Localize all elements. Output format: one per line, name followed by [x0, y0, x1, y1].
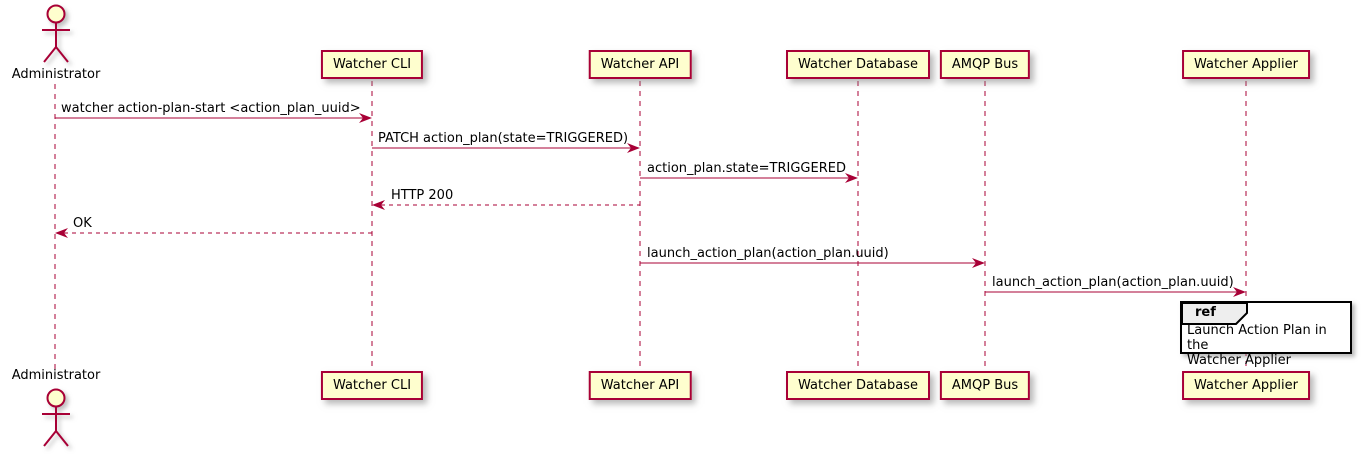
message-arrow-5	[55, 228, 372, 238]
actor-label-top: Administrator	[11, 67, 101, 82]
ref-text-line2: Watcher Applier	[1187, 353, 1291, 368]
message-label-1: watcher action-plan-start <action_plan_u…	[61, 101, 361, 116]
participant-watcher-applier-bottom: Watcher Applier	[1182, 371, 1310, 400]
participant-watcher-database-bottom: Watcher Database	[786, 371, 930, 400]
message-label-4: HTTP 200	[391, 188, 454, 203]
message-arrow-2	[372, 143, 640, 153]
participant-watcher-cli-bottom: Watcher CLI	[320, 371, 424, 400]
message-arrow-3	[640, 173, 858, 183]
message-arrow-7	[985, 287, 1246, 297]
actor-figure-bottom	[42, 388, 70, 447]
message-label-5: OK	[73, 216, 92, 231]
actor-label-bottom: Administrator	[11, 368, 101, 383]
actor-head	[46, 388, 66, 408]
actor-figure-top	[42, 4, 70, 63]
ref-fragment: ref Launch Action Plan in the Watcher Ap…	[1180, 301, 1352, 368]
participant-amqp-bus-top: AMQP Bus	[939, 50, 1031, 79]
participant-watcher-database-top: Watcher Database	[786, 50, 930, 79]
ref-text-line1: Launch Action Plan in the	[1187, 323, 1327, 353]
message-label-7: launch_action_plan(action_plan.uuid)	[992, 275, 1234, 290]
ref-header-pentagon	[1181, 302, 1248, 325]
message-label-2: PATCH action_plan(state=TRIGGERED)	[378, 131, 629, 146]
message-label-6: launch_action_plan(action_plan.uuid)	[647, 246, 889, 261]
participant-amqp-bus-bottom: AMQP Bus	[939, 371, 1031, 400]
ref-text: Launch Action Plan in the Watcher Applie…	[1187, 323, 1350, 368]
message-arrow-6	[640, 258, 985, 268]
message-arrow-4	[372, 200, 640, 210]
message-label-3: action_plan.state=TRIGGERED	[647, 161, 846, 176]
participant-watcher-api-bottom: Watcher API	[588, 371, 692, 400]
message-arrow-1	[55, 113, 372, 123]
ref-keyword: ref	[1195, 305, 1216, 320]
participant-watcher-cli-top: Watcher CLI	[320, 50, 424, 79]
participant-watcher-applier-top: Watcher Applier	[1182, 50, 1310, 79]
participant-watcher-api-top: Watcher API	[588, 50, 692, 79]
actor-head	[46, 4, 66, 24]
